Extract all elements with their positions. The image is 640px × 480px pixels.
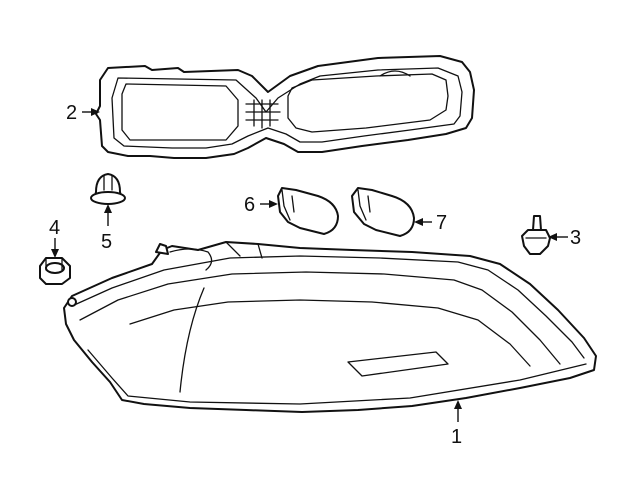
callout-2-number: 2 <box>66 102 77 124</box>
callout-6: 6 <box>244 194 278 216</box>
hex-nut-part <box>39 257 71 285</box>
callout-4: 4 <box>49 217 60 258</box>
push-fastener-part <box>521 215 551 255</box>
callout-1-number: 1 <box>451 426 462 448</box>
bulb-left-part <box>277 187 339 235</box>
callout-2: 2 <box>66 102 100 124</box>
callout-6-number: 6 <box>244 194 255 216</box>
callout-1: 1 <box>451 400 462 448</box>
callout-5: 5 <box>101 204 112 253</box>
callout-7-number: 7 <box>436 212 447 234</box>
callout-3-number: 3 <box>570 227 581 249</box>
bulb-right-part <box>351 187 415 237</box>
socket-cap-part <box>90 173 126 205</box>
callout-4-number: 4 <box>49 217 60 239</box>
callout-7: 7 <box>414 212 447 234</box>
gasket-part <box>95 55 475 159</box>
callout-5-number: 5 <box>101 231 112 253</box>
lamp-assembly-part <box>63 241 597 413</box>
callout-3: 3 <box>548 227 581 249</box>
